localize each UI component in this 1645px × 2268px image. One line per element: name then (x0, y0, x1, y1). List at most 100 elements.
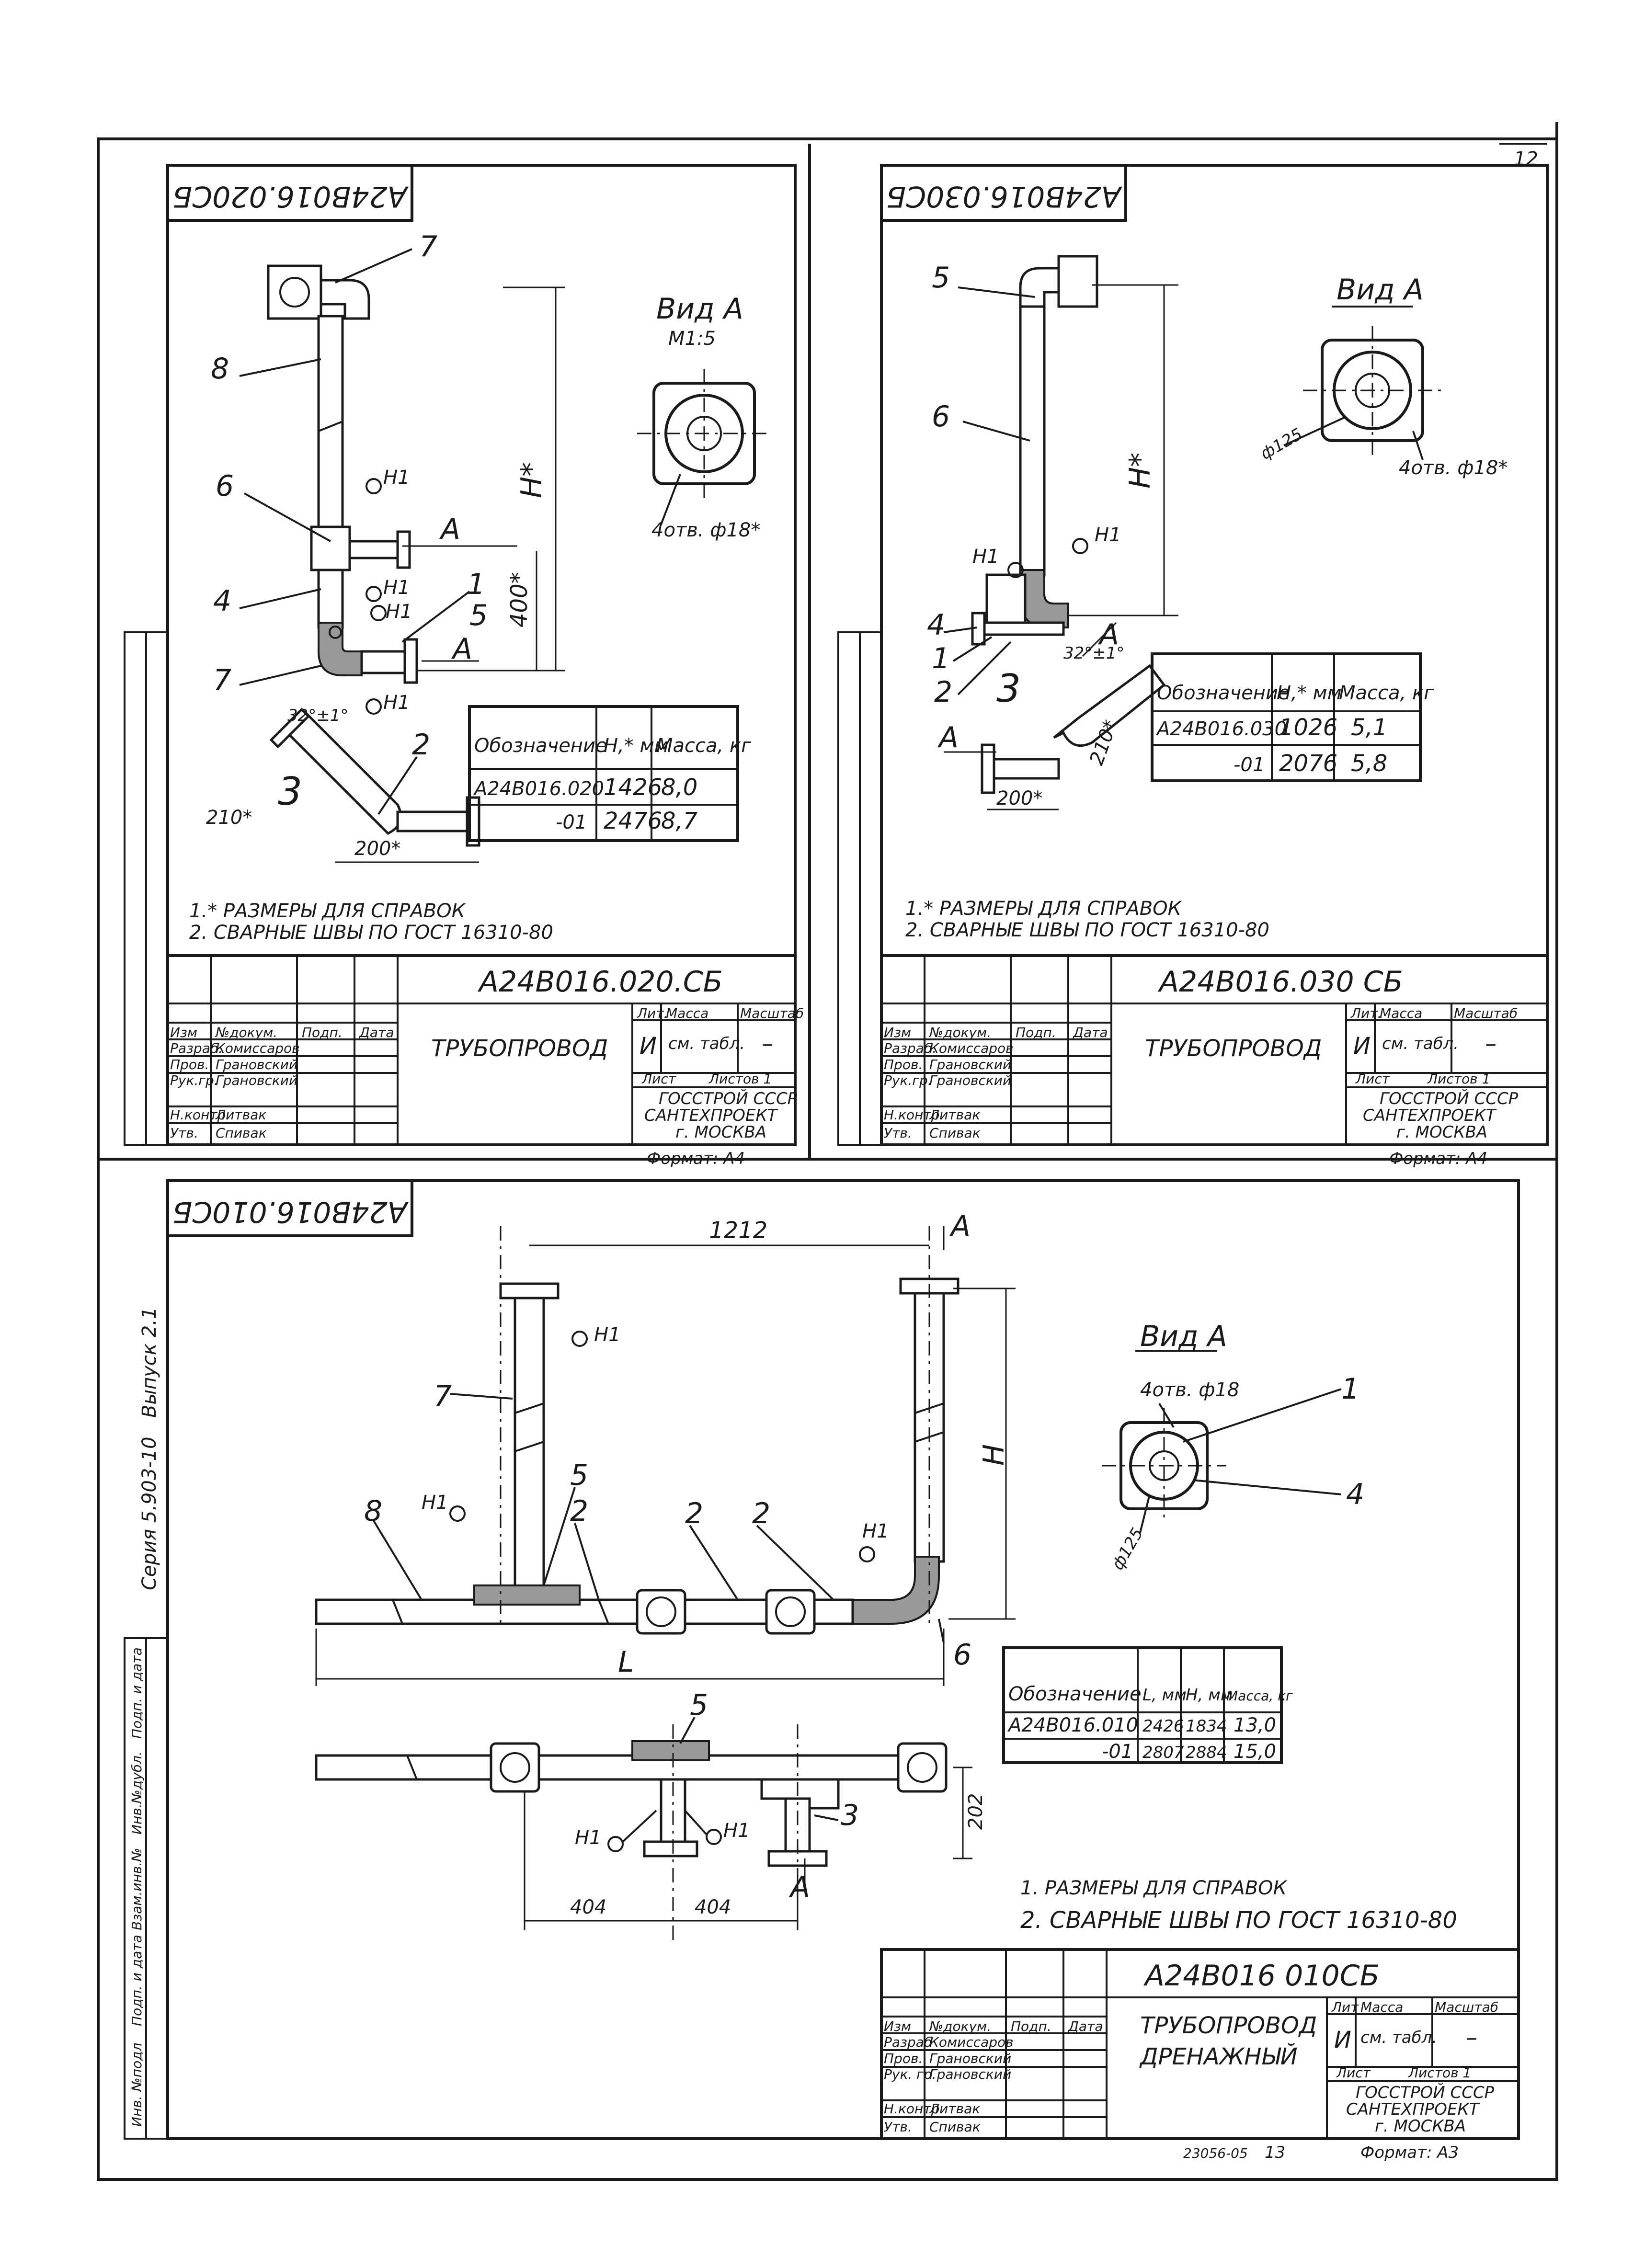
drawing-030-tb-col-scale: Масштаб (1454, 1005, 1518, 1021)
drawing-010-dim-404b: 404 (695, 1896, 731, 1918)
drawing-020-section-a1: А (439, 513, 460, 546)
drawing-020-weld-1: Н1 (383, 467, 410, 489)
margin-label-3: Инв.№дубл. (129, 1751, 145, 1835)
drawing-030-note-2: 2. СВАРНЫЕ ШВЫ ПО ГОСТ 16310-80 (905, 919, 1269, 941)
drawing-020-td-1-2: 8,7 (661, 808, 698, 834)
drawing-030-note-1: 1.* РАЗМЕРЫ ДЛЯ СПРАВОК (905, 898, 1182, 920)
drawing-030-dim-h: H* (1123, 453, 1157, 489)
drawing-020-tb-org-2: САНТЕХПРОЕКТ (644, 1106, 778, 1125)
drawing-020-weld-3: Н1 (386, 601, 412, 623)
drawing-030-tb-role-1: Пров. (884, 1057, 923, 1072)
drawing-010-tb-hdr-0: Изм (884, 2018, 911, 2034)
drawing-030-table: Обозначение H,* мм Масса, кг А24В016.030… (1151, 652, 1434, 782)
drawing-010-td-1-2: 2884 (1186, 1743, 1227, 1762)
drawing-010-dim-202: 202 (965, 1793, 987, 1830)
drawing-010-note-1: 1. РАЗМЕРЫ ДЛЯ СПРАВОК (1020, 1877, 1288, 1899)
drawing-020-weld-2: Н1 (383, 577, 410, 599)
drawing-030-callout-4: 4 (927, 608, 945, 642)
drawing-020-mirrored-code: А24В016.020СБ (172, 180, 409, 213)
drawing-010-tb-person-1: Грановский (929, 2051, 1011, 2066)
drawing-030-section-a1: А (1097, 618, 1119, 651)
drawing-020-callout-8: 8 (211, 352, 229, 386)
drawing-010-th-0: Обозначение (1008, 1683, 1142, 1705)
drawing-020-weld-4: Н1 (383, 692, 410, 714)
drawing-030-weld-2: Н1 (1095, 524, 1121, 546)
drawing-010-dim-1212: 1212 (709, 1217, 767, 1244)
drawing-030-tb-lit: И (1353, 1033, 1371, 1060)
drawing-010-tb-role-4: Утв. (884, 2119, 912, 2135)
drawing-010-dim-404a: 404 (570, 1896, 606, 1918)
drawing-010-tb-sheets: Листов 1 (1408, 2065, 1471, 2081)
drawing-020-td-1-0: -01 (556, 811, 587, 833)
drawing-030-tb-hdr-3: Подп. (1016, 1025, 1056, 1040)
drawing-010-callout-5b: 5 (690, 1688, 708, 1722)
drawing-030-tb-role-2: Рук.гр. (884, 1072, 932, 1088)
drawing-010-weld-1: Н1 (594, 1324, 621, 1346)
drawing-020-tb-person-1: Грановский (216, 1057, 297, 1072)
drawing-020-tb-org-3: г. МОСКВА (675, 1123, 766, 1142)
drawing-020-tb-role-1: Пров. (170, 1057, 209, 1072)
drawing-030-callout-2: 2 (934, 675, 952, 709)
drawing-030-tb-role-4: Утв. (884, 1125, 912, 1141)
drawing-010-callout-2a: 2 (570, 1494, 588, 1528)
drawing-010-section-a1: А (949, 1209, 971, 1243)
drawing-010: А24В016.010СБ Инв. №подл Подп. и дата Вз… (124, 1179, 1520, 2162)
drawing-010-td-0-2: 1834 (1186, 1717, 1227, 1736)
drawing-010-tb-mass: см. табл. (1360, 2028, 1437, 2047)
margin-label-0: Инв. №подл (129, 2043, 145, 2127)
drawing-010-view-dia: ф125 (1108, 1525, 1147, 1573)
drawing-030-td-0-1: 1026 (1279, 714, 1337, 741)
drawing-010-tb-person-4: Спивак (929, 2119, 981, 2135)
drawing-020-note-2: 2. СВАРНЫЕ ШВЫ ПО ГОСТ 16310-80 (189, 922, 553, 944)
drawing-010-tb-col-mass: Масса (1360, 1999, 1403, 2015)
drawing-010-frame (166, 1179, 1520, 2140)
drawing-020-tb-org-1: ГОССТРОЙ СССР (659, 1089, 798, 1108)
drawing-010-title-block: А24В016 010СБ ТРУБОПРОВОД ДРЕНАЖНЫЙ Лит … (880, 1948, 1520, 2140)
drawing-020-tb-role-4: Утв. (170, 1125, 198, 1141)
drawing-020-tb-person-3: Литвак (215, 1107, 266, 1123)
drawing-010-tb-lit: И (1334, 2027, 1351, 2053)
drawing-030-view-holes: 4отв. ф18* (1399, 457, 1508, 479)
drawing-010-td-1-0: -01 (1102, 1741, 1133, 1763)
drawing-010-tb-col-scale: Масштаб (1435, 1999, 1498, 2015)
drawing-020-tb-role-0: Разраб. (170, 1040, 223, 1056)
drawing-030-tb-hdr-4: Дата (1072, 1025, 1108, 1040)
drawing-020-view-scale: М1:5 (668, 328, 716, 350)
drawing-030-tb-name: ТРУБОПРОВОД (1145, 1035, 1322, 1062)
drawing-010-view-holes: 4отв. ф18 (1140, 1379, 1239, 1401)
drawing-020-tb-code: А24В016.020.СБ (477, 965, 723, 999)
drawing-020-callout-2: 2 (412, 728, 430, 762)
drawing-020-tb-name: ТРУБОПРОВОД (431, 1035, 608, 1062)
drawing-030-th-1: H,* мм (1277, 682, 1342, 704)
drawing-030-view-dia: ф125 (1257, 424, 1306, 464)
drawing-020-tb-scale: – (762, 1030, 773, 1057)
drawing-030-tb-person-0: Комиссаров (929, 1040, 1014, 1056)
drawing-010-tb-code: А24В016 010СБ (1143, 1959, 1380, 1993)
drawing-010-tb-hdr-3: Подп. (1011, 2018, 1051, 2034)
drawing-030-td-1-2: 5,8 (1351, 750, 1387, 777)
drawing-010-format: Формат: А3 (1360, 2143, 1459, 2162)
drawing-020: А24В016.020СБ H* 400* А А 32°±1° 210* (166, 164, 804, 1168)
drawing-010-callout-6: 6 (953, 1638, 971, 1672)
drawing-020-tb-hdr-2: №докум. (215, 1025, 277, 1040)
drawing-030-tb-org-2: САНТЕХПРОЕКТ (1363, 1106, 1497, 1125)
drawing-010-section-a2: А (788, 1870, 810, 1904)
drawing-030-th-0: Обозначение (1157, 682, 1290, 704)
drawing-010-callout-2b: 2 (685, 1497, 703, 1530)
drawing-030-code-box (880, 164, 1127, 222)
drawing-010-tb-sheet: Лист (1336, 2065, 1371, 2081)
drawing-020-dim-210: 210* (206, 807, 252, 829)
drawing-020-note-1: 1.* РАЗМЕРЫ ДЛЯ СПРАВОК (189, 900, 466, 922)
drawing-020-callout-6: 6 (216, 469, 234, 503)
drawing-020-tb-col-mass: Масса (666, 1005, 708, 1021)
drawing-010-tb-person-0: Комиссаров (929, 2034, 1014, 2050)
drawing-020-tb-person-0: Комиссаров (216, 1040, 300, 1056)
drawing-020-view-title: Вид А (656, 292, 743, 326)
drawing-010-weld-2: Н1 (422, 1492, 448, 1514)
drawing-010-th-1: L, мм (1142, 1686, 1187, 1705)
drawing-020-dim-200: 200* (354, 838, 400, 860)
drawing-020-td-0-2: 8,0 (661, 774, 697, 801)
drawing-030-callout-6: 6 (932, 400, 950, 433)
drawing-020-view-holes: 4отв. ф18* (651, 519, 760, 541)
